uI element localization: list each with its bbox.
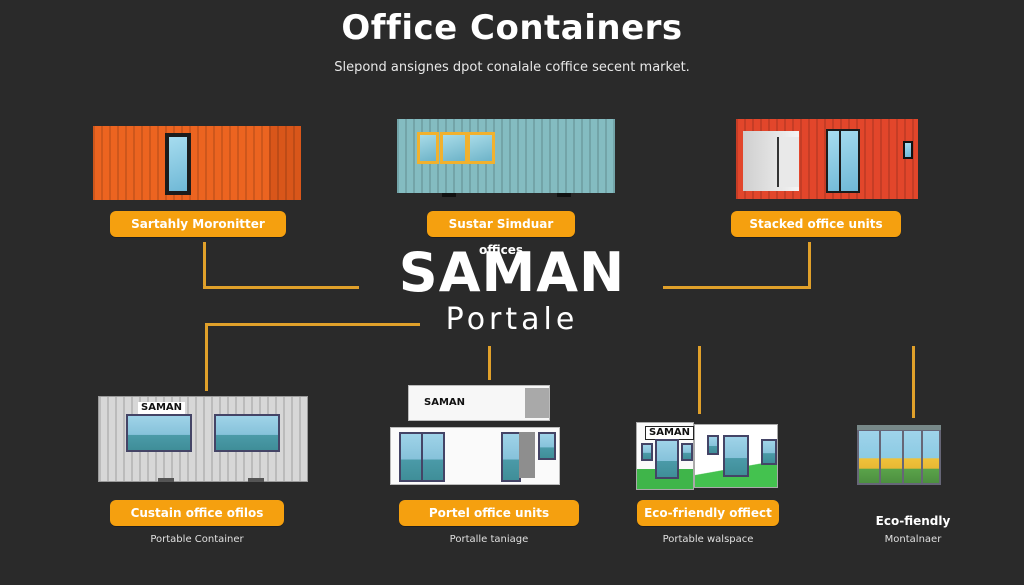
- orange-container-image: [93, 126, 301, 200]
- bottom-caption-1: Portable Container: [150, 534, 244, 545]
- window-icon: [681, 443, 693, 461]
- connector-line: [205, 323, 420, 326]
- bottom-label-4: Eco-fiendly: [875, 514, 951, 528]
- connector-line: [912, 346, 915, 418]
- page-title: Office Containers: [341, 8, 683, 48]
- page-subtitle: Slepond ansignes dpot conalale coffice s…: [334, 60, 690, 75]
- connector-line: [488, 346, 491, 380]
- window-icon: [707, 435, 719, 455]
- saman-logo-tag: SAMAN: [138, 402, 186, 414]
- window-icon: [903, 141, 913, 159]
- window-icon: [501, 432, 521, 482]
- glass-door-icon: [826, 129, 860, 193]
- window-icon: [538, 432, 556, 460]
- window-icon: [421, 432, 445, 482]
- window-icon: [467, 132, 495, 164]
- bottom-label-2[interactable]: Portel office units: [399, 500, 579, 526]
- saman-logo-tag: SAMAN: [424, 397, 466, 408]
- window-icon: [417, 132, 439, 164]
- bottom-caption-4: Montalnaer: [884, 534, 942, 545]
- window-icon: [126, 414, 192, 452]
- brand-subtitle: Portale: [445, 302, 579, 337]
- door-icon: [165, 133, 191, 195]
- window-icon: [641, 443, 653, 461]
- eco-container-image: SAMAN: [636, 422, 778, 492]
- window-icon: [655, 439, 679, 479]
- top-label-1[interactable]: Sartahly Moronitter: [110, 211, 286, 237]
- top-label-2[interactable]: Sustar Simduar offices: [427, 211, 575, 257]
- window-icon: [723, 435, 749, 477]
- window-icon: [440, 132, 468, 164]
- top-label-3[interactable]: Stacked office units: [731, 211, 901, 237]
- saman-logo-tag: SAMAN: [645, 426, 695, 440]
- red-container-image: [736, 119, 918, 199]
- brand-name: SAMAN: [398, 241, 626, 304]
- connector-line: [203, 242, 206, 288]
- window-icon: [399, 432, 423, 482]
- stacked-white-containers-image: SAMAN: [390, 385, 560, 487]
- connector-line: [205, 323, 208, 391]
- grey-container-image: SAMAN: [98, 396, 308, 484]
- connector-line: [698, 346, 701, 414]
- teal-container-image: [397, 119, 615, 197]
- open-end: [743, 131, 799, 191]
- bottom-label-1[interactable]: Custain office ofilos: [110, 500, 284, 526]
- glass-cube-image: [857, 425, 941, 487]
- connector-line: [808, 242, 811, 288]
- connector-line: [203, 286, 359, 289]
- bottom-label-3[interactable]: Eco-friendly offiect: [637, 500, 779, 526]
- connector-line: [663, 286, 811, 289]
- window-icon: [214, 414, 280, 452]
- window-icon: [761, 439, 777, 465]
- bottom-caption-2: Portalle taniage: [449, 534, 529, 545]
- bottom-caption-3: Portable walspace: [662, 534, 754, 545]
